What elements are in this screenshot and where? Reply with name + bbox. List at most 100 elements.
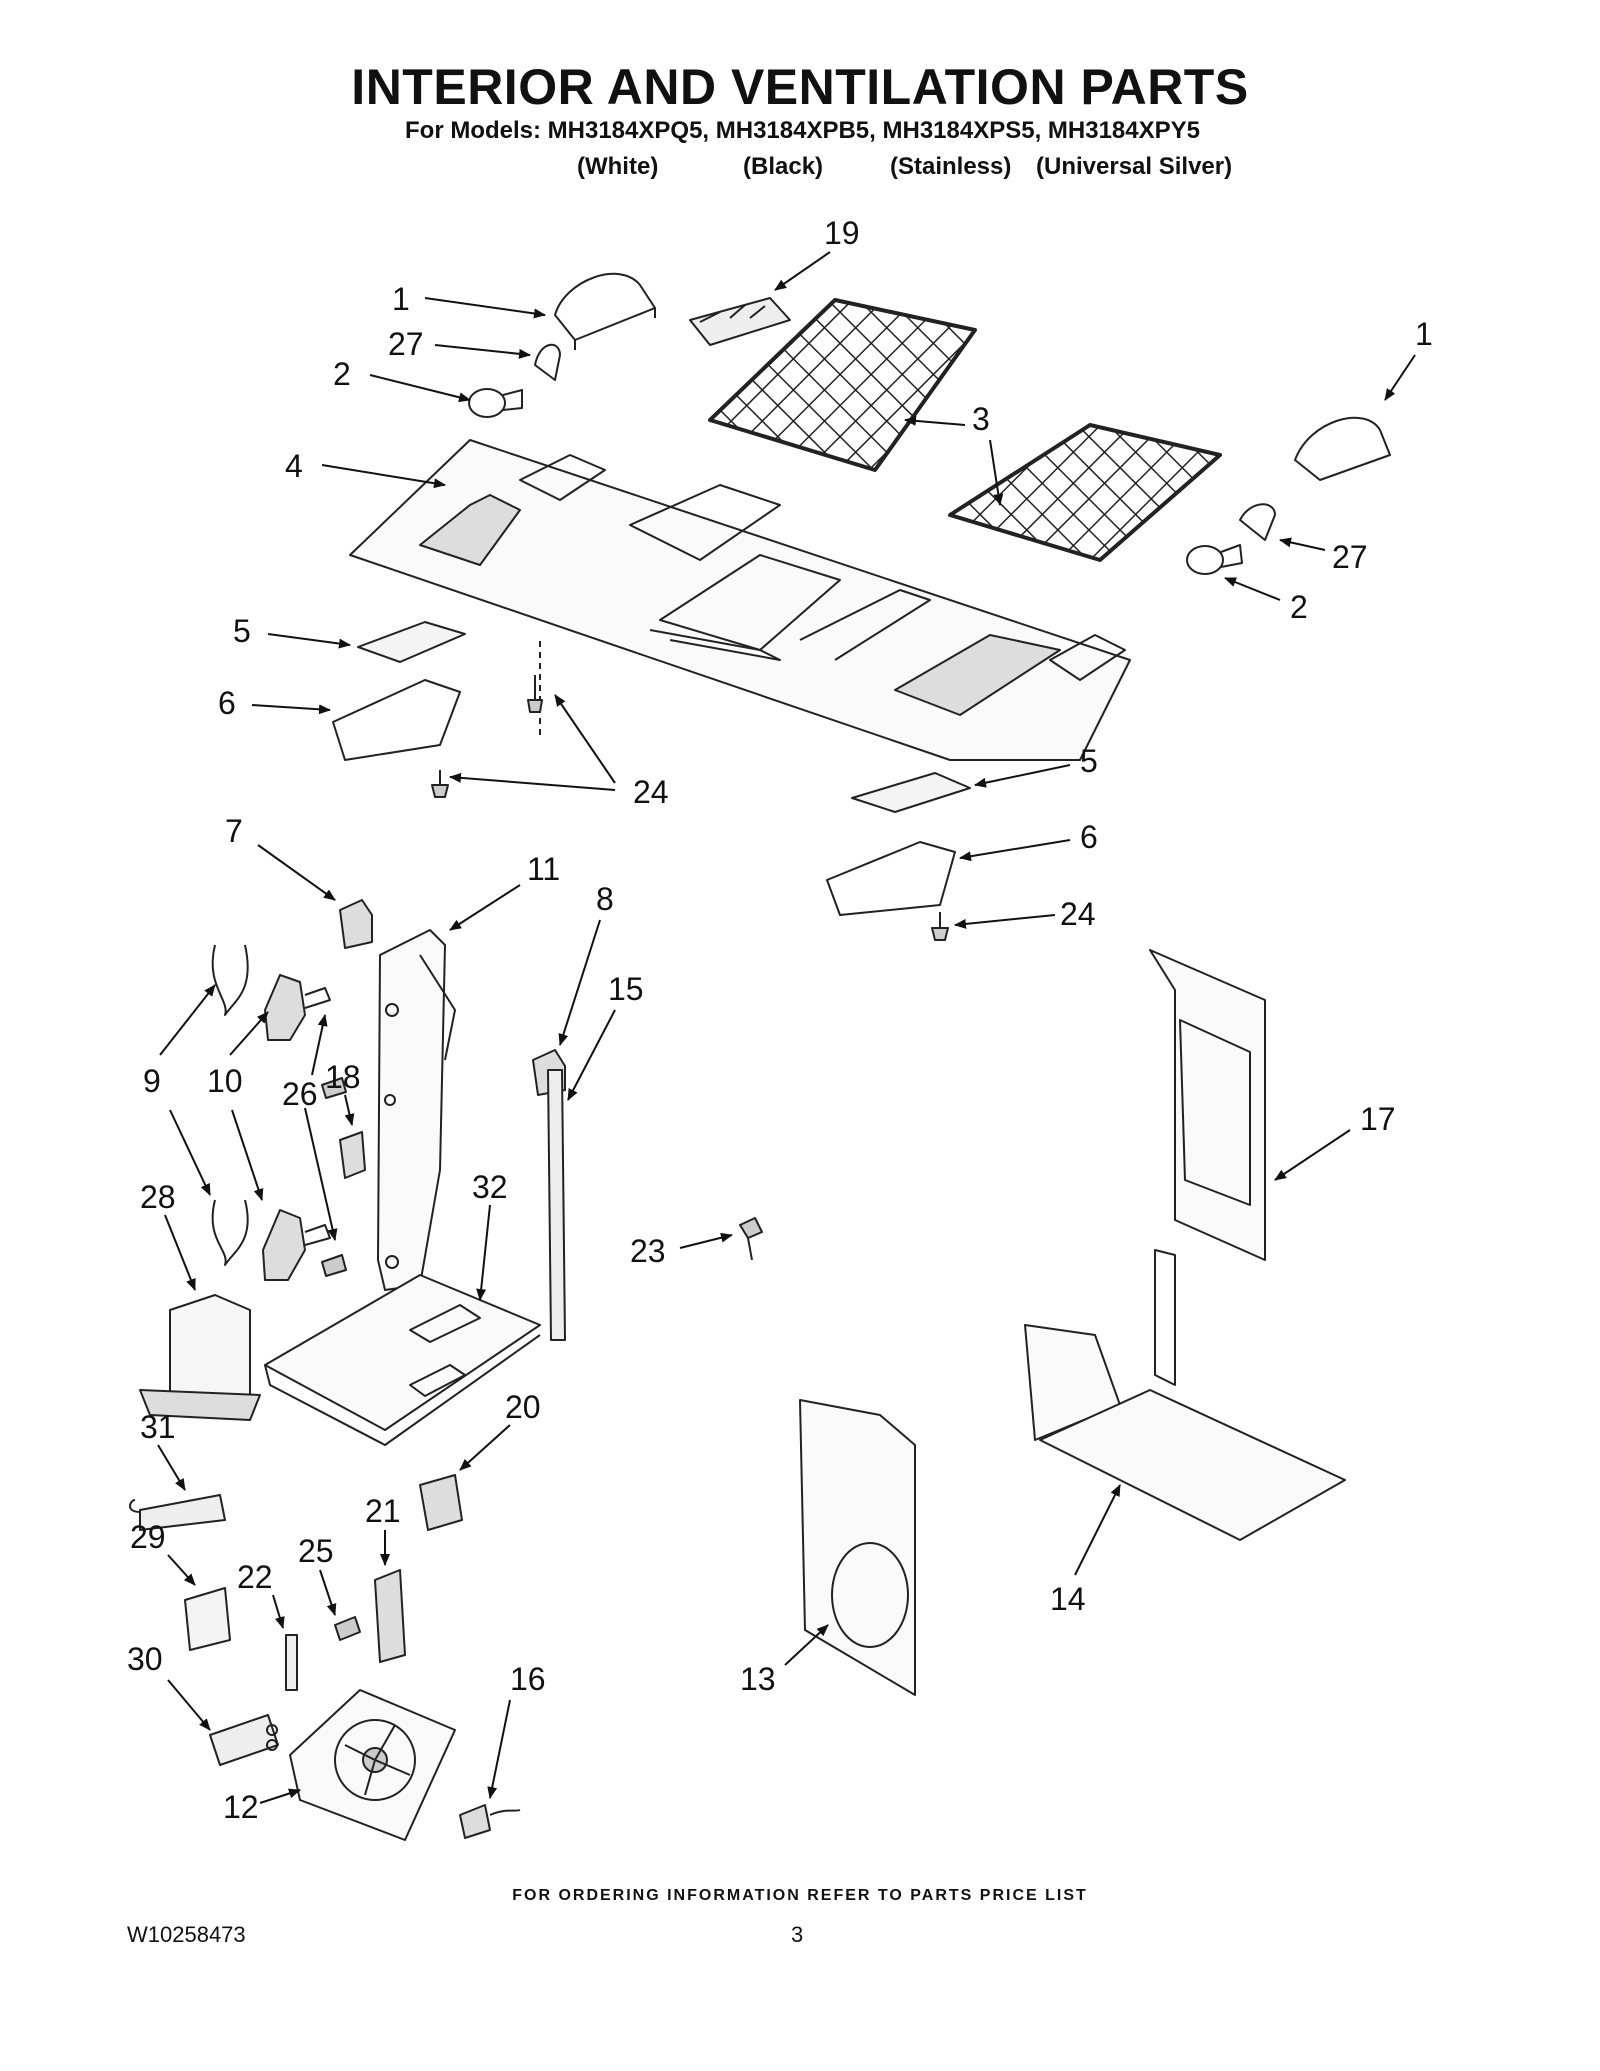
part-27-socket-left: [534, 343, 561, 381]
leader-12: [259, 1788, 301, 1804]
callout-4: 4: [285, 448, 303, 484]
leader-23: [679, 1232, 733, 1249]
part-9-spring-bottom: [211, 1199, 249, 1266]
callout-1a: 1: [392, 281, 410, 317]
part-20-thermostat: [419, 1474, 463, 1531]
leader-6a: [251, 704, 331, 715]
callout-19: 19: [824, 215, 860, 251]
leader-25: [319, 1569, 337, 1616]
part-6-lamp-housing-left: [332, 679, 461, 761]
callout-2a: 2: [333, 356, 351, 392]
leader-2b: [1224, 577, 1281, 601]
leader-24c: [954, 914, 1056, 929]
part-22-fuse: [285, 1634, 298, 1691]
callout-15: 15: [608, 971, 644, 1007]
leader-1a: [424, 297, 546, 319]
color-label-universal-silver: (Universal Silver): [1036, 153, 1233, 180]
callout-1b: 1: [1415, 316, 1433, 352]
part-11-latch-bracket: [377, 929, 456, 1291]
part-23-screw: [739, 1217, 763, 1261]
part-18-sensor: [339, 1131, 366, 1179]
part-3-grease-filter-top: [708, 298, 977, 472]
part-1-light-cover-left: [554, 272, 656, 350]
part-27-socket-right: [1239, 503, 1276, 541]
leader-26b: [304, 1107, 338, 1241]
page-title: INTERIOR AND VENTILATION PARTS: [351, 59, 1249, 115]
callout-17: 17: [1360, 1101, 1396, 1137]
part-21-switch-bracket: [374, 1569, 406, 1663]
leader-7: [257, 844, 336, 901]
callout-21: 21: [365, 1493, 401, 1529]
callout-5b: 5: [1080, 743, 1098, 779]
leader-27b: [1279, 537, 1326, 551]
callout-2b: 2: [1290, 589, 1308, 625]
callout-27a: 27: [388, 326, 424, 362]
part-12-fan-motor: [289, 1689, 456, 1841]
leader-9b: [169, 1109, 211, 1196]
part-4-vent-panel: [349, 439, 1131, 761]
part-26-screw-top: [321, 1077, 347, 1099]
leader-5a: [267, 633, 351, 649]
callout-28: 28: [140, 1179, 176, 1215]
callout-25: 25: [298, 1533, 334, 1569]
part-24-screw-c: [931, 912, 949, 941]
color-label-stainless: (Stainless): [890, 153, 1012, 180]
leader-24a: [554, 694, 616, 784]
callout-24a: 24: [633, 774, 669, 810]
part-15-rod: [547, 1069, 566, 1341]
part-32-base-plate: [264, 1274, 541, 1446]
part-28-transformer: [139, 1294, 261, 1421]
leader-13: [784, 1624, 829, 1666]
part-10-hook-top: [264, 974, 331, 1041]
part-24-screw-b: [431, 770, 449, 798]
part-10-hook-bottom: [262, 1209, 331, 1281]
color-label-black: (Black): [743, 153, 824, 180]
callout-18: 18: [325, 1059, 361, 1095]
callout-22: 22: [237, 1559, 273, 1595]
leader-10a: [229, 1011, 269, 1056]
leader-19: [774, 251, 831, 291]
part-24-screw-a: [527, 675, 543, 713]
callout-9: 9: [143, 1063, 161, 1099]
callout-8: 8: [596, 881, 614, 917]
leader-29: [167, 1554, 196, 1586]
part-16-connector: [459, 1804, 521, 1839]
callout-16: 16: [510, 1661, 546, 1697]
page-number: 3: [791, 1922, 804, 1947]
part-5-cover-left: [357, 621, 466, 663]
leader-17: [1274, 1129, 1351, 1181]
leader-9a: [159, 984, 216, 1056]
part-26-screw-bottom: [321, 1254, 347, 1277]
callout-6b: 6: [1080, 819, 1098, 855]
part-3-grease-filter-bottom: [948, 423, 1222, 562]
part-17-duct-panel: [1149, 949, 1266, 1261]
leader-18: [344, 1094, 355, 1126]
callout-31: 31: [140, 1409, 176, 1445]
callout-13: 13: [740, 1661, 776, 1697]
callout-23: 23: [630, 1233, 666, 1269]
callout-12: 12: [223, 1789, 259, 1825]
callout-32: 32: [472, 1169, 508, 1205]
callout-7: 7: [225, 813, 243, 849]
part-2-bulb-left: [468, 388, 523, 418]
leader-4: [321, 464, 446, 489]
callout-11: 11: [527, 851, 560, 887]
leader-32: [476, 1204, 491, 1301]
leader-16: [487, 1699, 511, 1799]
part-2-bulb-right: [1186, 544, 1243, 575]
leader-26a: [311, 1014, 328, 1076]
part-19-bracket: [689, 297, 791, 346]
part-14-air-duct: [1024, 1249, 1346, 1541]
part-1-light-cover-right: [1294, 416, 1391, 481]
part-30-capacitor: [209, 1714, 279, 1766]
ordering-note: FOR ORDERING INFORMATION REFER TO PARTS …: [512, 1887, 1088, 1904]
leader-27a: [434, 344, 531, 359]
leader-10b: [231, 1109, 264, 1201]
leader-3b: [989, 439, 1004, 506]
callout-5a: 5: [233, 613, 251, 649]
callout-30: 30: [127, 1641, 163, 1677]
leader-8: [558, 919, 601, 1046]
callout-26: 26: [282, 1076, 318, 1112]
part-25-screw: [334, 1616, 361, 1641]
leader-31: [157, 1444, 186, 1491]
